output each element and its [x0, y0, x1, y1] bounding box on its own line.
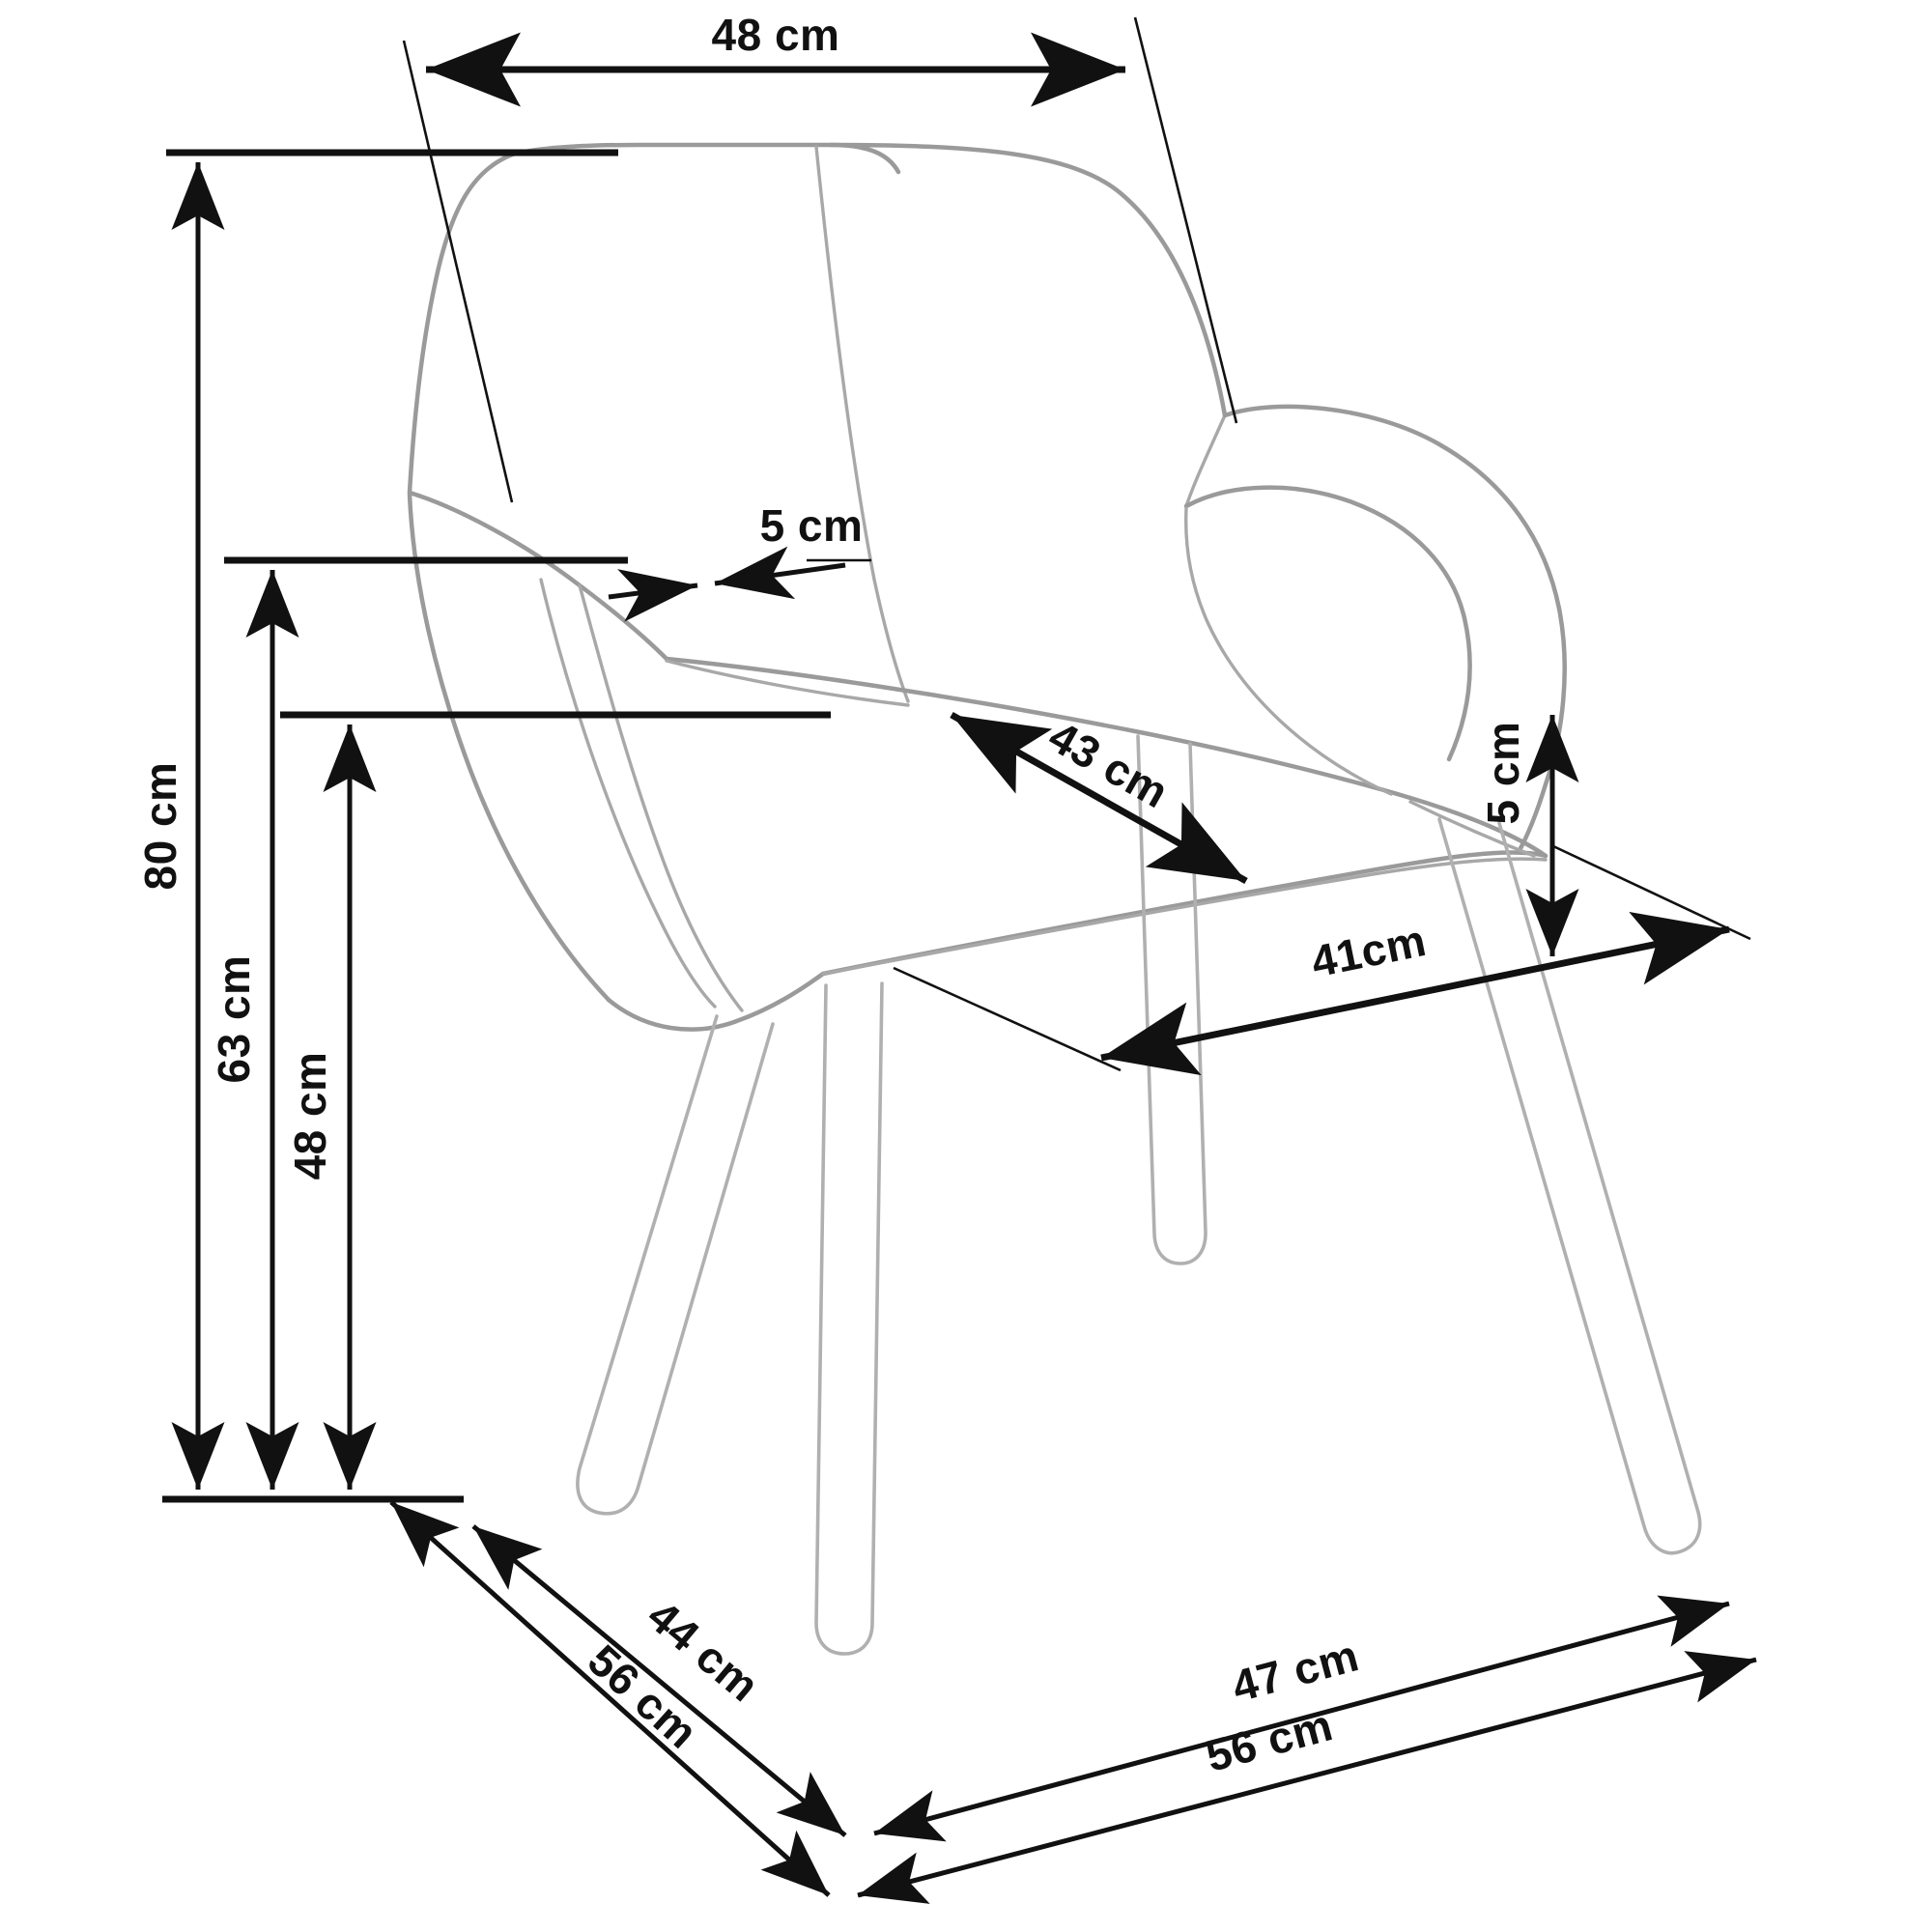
- dim-label-5cm-seat: 5 cm: [1478, 722, 1528, 825]
- lead-line-41-right: [1552, 844, 1751, 941]
- seat-underside-right: [1408, 800, 1536, 858]
- backrest-right-seam: [1184, 413, 1227, 508]
- leg-back-left: [814, 981, 884, 1656]
- leg-front-left: [576, 1014, 775, 1516]
- dim-line-43: [950, 711, 1248, 885]
- leg-front-right: [1437, 817, 1702, 1555]
- dimension-top-width: 48 cm: [402, 10, 1238, 503]
- left-armrest-top: [407, 490, 669, 662]
- dimension-left-heights: 80 cm 63 cm 48 cm: [135, 149, 831, 1503]
- chair-legs-group: [576, 734, 1702, 1656]
- dimension-armrest-thickness: 5 cm: [608, 500, 871, 622]
- right-armrest-inner-top: [1183, 485, 1472, 762]
- seat-front-band: [821, 857, 1548, 976]
- ext-line-top-right: [1133, 16, 1238, 424]
- dim-label-63: 63 cm: [209, 955, 259, 1084]
- dim-line-5cm-arm-right: [714, 546, 846, 600]
- backrest-side-seam-left: [539, 578, 717, 1009]
- dim-line-56-width: [857, 1651, 1757, 1904]
- seat-back-junction: [665, 659, 910, 707]
- dim-label-80: 80 cm: [135, 762, 185, 891]
- dimension-seat-edge-thickness: 5 cm: [1478, 715, 1579, 956]
- seat-rear-edge: [664, 656, 1413, 801]
- dim-label-48: 48 cm: [285, 1052, 335, 1180]
- left-armrest-crease: [578, 583, 744, 1012]
- lead-line-41-left: [893, 966, 1122, 1072]
- dimension-seat-depth: 43 cm: [950, 711, 1248, 885]
- dim-line-5cm-arm-left: [608, 569, 698, 622]
- backrest-left-panel: [509, 142, 901, 175]
- left-armrest-outer: [407, 492, 611, 1003]
- dim-line-56-depth: [389, 1500, 831, 1897]
- dimension-depth-bottom-left: 44 cm 56 cm: [389, 1500, 847, 1897]
- dim-label-5cm-armrest: 5 cm: [760, 500, 864, 551]
- chair-outline-group: [407, 142, 1567, 1032]
- right-armrest-seam: [1184, 506, 1393, 796]
- backrest-center-seam: [814, 145, 910, 703]
- backrest-top-right: [828, 142, 1228, 418]
- ext-line-top-left: [402, 40, 514, 503]
- dim-label-47: 47 cm: [1227, 1630, 1364, 1712]
- left-seat-front-corner: [606, 971, 826, 1032]
- dim-label-56-width: 56 cm: [1201, 1699, 1338, 1781]
- dim-line-41: [1100, 911, 1730, 1076]
- dim-label-41: 41cm: [1307, 915, 1431, 987]
- dimension-width-bottom-right: 47 cm 56 cm: [857, 1595, 1757, 1904]
- backrest-left-edge: [407, 152, 515, 496]
- leg-rear-center: [1136, 734, 1208, 1265]
- dim-label-48-top: 48 cm: [712, 10, 840, 60]
- seat-front-edge: [820, 850, 1548, 977]
